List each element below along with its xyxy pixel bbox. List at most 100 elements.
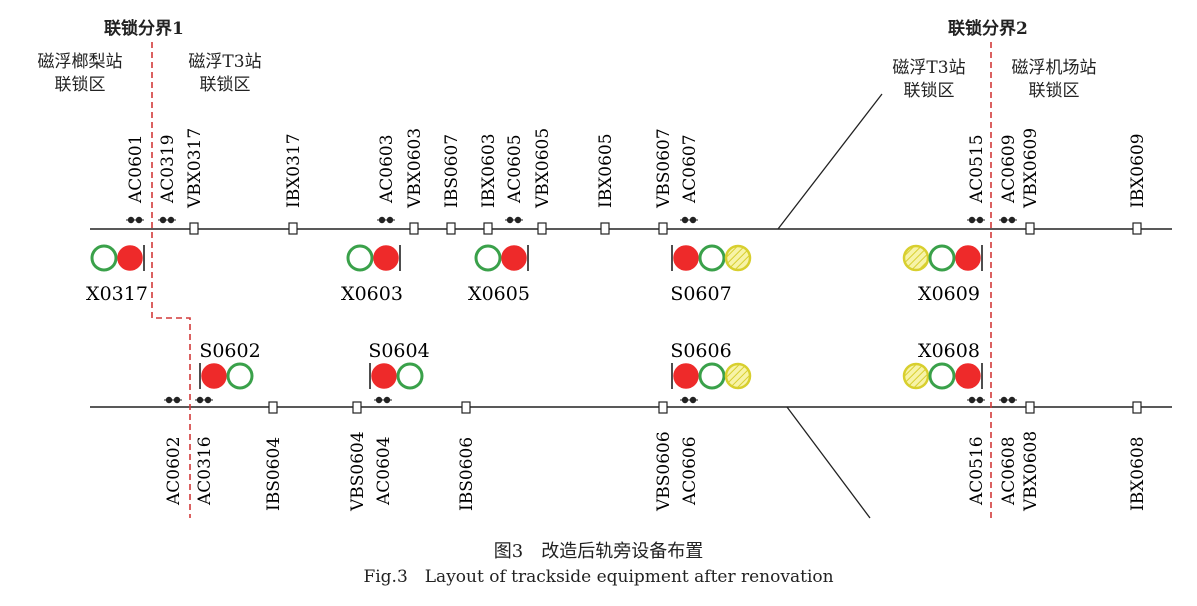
balise-icon (658, 401, 668, 414)
axle-counter-label: AC0515 (967, 134, 987, 204)
zone-label-line: 联锁区 (903, 81, 955, 101)
axle-counter-icon (377, 216, 395, 224)
signal-X0603 (346, 244, 401, 272)
red-lamp-icon (955, 363, 981, 389)
zone-label-t3-right: 磁浮T3站 联锁区 (874, 57, 984, 103)
zone-pointer-line (777, 93, 883, 230)
axle-counter-label: AC0601 (126, 134, 146, 204)
red-lamp-icon (501, 245, 527, 271)
signal-name-label: X0317 (86, 283, 148, 305)
lower-diagonal-line (786, 406, 871, 519)
axle-counter-icon (680, 216, 698, 224)
zone-label-line: 磁浮机场站 (1011, 58, 1097, 78)
axle-counter-icon (195, 396, 213, 404)
axle-counter-icon (680, 396, 698, 404)
green-lamp-icon (226, 362, 254, 390)
axle-counter-icon (164, 396, 182, 404)
balise-icon (446, 222, 456, 235)
axle-counter-label: AC0606 (680, 436, 700, 506)
green-lamp-icon (698, 244, 726, 272)
figure-caption-english: Fig.3 Layout of trackside equipment afte… (363, 567, 834, 587)
red-lamp-icon (955, 245, 981, 271)
axle-counter-icon (999, 216, 1017, 224)
axle-counter-icon (374, 396, 392, 404)
balise-icon (409, 222, 419, 235)
balise-icon (268, 401, 278, 414)
balise-icon (1025, 401, 1035, 414)
signal-X0605 (474, 244, 529, 272)
balise-icon (600, 222, 610, 235)
balise-group (189, 222, 1142, 414)
green-lamp-icon (474, 244, 502, 272)
signal-S0606 (671, 362, 752, 390)
yellow-lamp-icon (902, 362, 930, 390)
balise-label: IBX0609 (1128, 133, 1148, 208)
balise-label: IBX0608 (1128, 436, 1148, 511)
balise-label: IBX0603 (479, 133, 499, 208)
green-lamp-icon (928, 244, 956, 272)
signal-X0609 (902, 244, 983, 272)
balise-icon (1132, 401, 1142, 414)
balise-label: IBX0317 (284, 133, 304, 208)
signal-S0602 (199, 362, 254, 390)
red-lamp-icon (371, 363, 397, 389)
signal-X0608 (902, 362, 983, 390)
axle-counter-icon (158, 216, 176, 224)
balise-label: VBX0603 (405, 128, 425, 209)
axle-counter-icon (967, 216, 985, 224)
green-lamp-icon (698, 362, 726, 390)
axle-counter-label: AC0602 (164, 436, 184, 506)
figure-caption-chinese: 图3 改造后轨旁设备布置 (493, 541, 704, 562)
zone-label-langli: 磁浮榔梨站 联锁区 (22, 51, 138, 97)
zone-label-airport: 磁浮机场站 联锁区 (994, 57, 1114, 103)
balise-icon (483, 222, 493, 235)
signal-name-label: X0609 (918, 283, 980, 305)
axle-counter-label: AC0608 (999, 436, 1019, 506)
axle-counter-icon (967, 396, 985, 404)
axle-counter-label: AC0516 (967, 436, 987, 506)
balise-icon (352, 401, 362, 414)
axle-counter-label: AC0609 (999, 134, 1019, 204)
red-lamp-icon (117, 245, 143, 271)
balise-icon (658, 222, 668, 235)
balise-label: VBX0317 (185, 128, 205, 209)
signal-group (90, 244, 983, 390)
zone-label-t3-left: 磁浮T3站 联锁区 (168, 51, 282, 97)
signal-name-label: S0606 (670, 340, 731, 362)
yellow-lamp-icon (724, 362, 752, 390)
balise-label: IBS0607 (442, 134, 462, 208)
red-lamp-icon (673, 245, 699, 271)
balise-icon (189, 222, 199, 235)
zone-label-line: 联锁区 (1028, 81, 1080, 101)
axle-counter-icon (505, 216, 523, 224)
balise-icon (461, 401, 471, 414)
balise-label: VBX0608 (1021, 431, 1041, 512)
axle-counter-icon (999, 396, 1017, 404)
axle-counter-label: AC0607 (680, 134, 700, 204)
red-lamp-icon (201, 363, 227, 389)
axle-counter-label: AC0316 (195, 436, 215, 506)
axle-counter-label: AC0604 (374, 436, 394, 506)
signal-name-label: S0602 (199, 340, 260, 362)
axle-counter-label: AC0605 (505, 134, 525, 204)
signal-name-label: X0608 (918, 340, 980, 362)
green-lamp-icon (396, 362, 424, 390)
axle-counter-label: AC0603 (377, 134, 397, 204)
zone-label-line: 联锁区 (199, 75, 251, 95)
zone-label-line: 磁浮T3站 (188, 52, 262, 72)
interlocking-boundary-1 (151, 42, 191, 518)
signal-S0604 (369, 362, 424, 390)
balise-label: VBS0604 (348, 431, 368, 512)
red-lamp-icon (673, 363, 699, 389)
balise-label: VBX0609 (1021, 128, 1041, 209)
balise-icon (537, 222, 547, 235)
signal-name-label: S0607 (670, 283, 731, 305)
green-lamp-icon (90, 244, 118, 272)
balise-label: IBX0605 (596, 133, 616, 208)
balise-label: VBS0607 (654, 128, 674, 209)
axle-counter-icon (126, 216, 144, 224)
boundary-title-1: 联锁分界1 (104, 19, 184, 39)
balise-label: VBS0606 (654, 431, 674, 512)
